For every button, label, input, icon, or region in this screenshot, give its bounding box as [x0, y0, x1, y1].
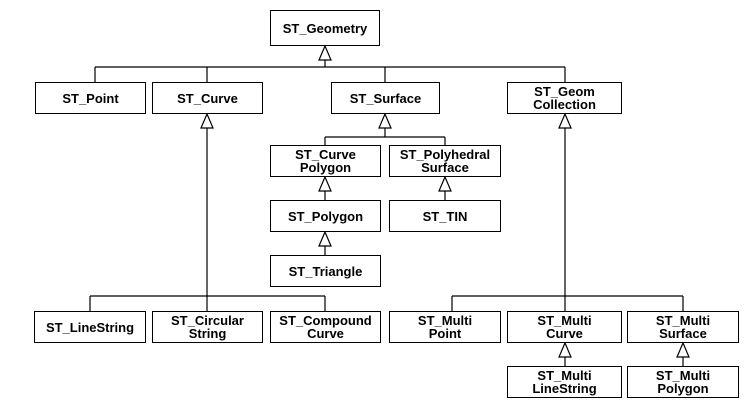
node-st-polyhedral-surface: ST_Polyhedral Surface [389, 145, 501, 177]
node-st-multi-polygon: ST_Multi Polygon [627, 366, 739, 398]
node-st-multi-point: ST_Multi Point [389, 311, 501, 343]
inheritance-arrow-curvepolygon [318, 175, 332, 192]
inheritance-arrow-multicurve [558, 341, 572, 358]
node-st-compound-curve: ST_Compound Curve [270, 311, 381, 343]
node-st-geometry: ST_Geometry [270, 10, 380, 46]
node-st-triangle: ST_Triangle [270, 255, 381, 287]
node-st-polygon: ST_Polygon [270, 200, 381, 232]
inheritance-arrow-curve [200, 112, 214, 129]
node-st-circular-string: ST_Circular String [152, 311, 263, 343]
inheritance-arrow-multisurface [676, 341, 690, 358]
node-st-linestring: ST_LineString [34, 311, 146, 343]
inheritance-arrow-polyhedral [438, 175, 452, 192]
node-st-geom-collection: ST_Geom Collection [507, 82, 622, 114]
node-st-multi-surface: ST_Multi Surface [627, 311, 739, 343]
node-st-surface: ST_Surface [331, 82, 440, 114]
node-st-multi-curve: ST_Multi Curve [507, 311, 622, 343]
inheritance-arrow-geometry [318, 44, 332, 61]
inheritance-arrow-surface [378, 112, 392, 129]
node-st-curve-polygon: ST_Curve Polygon [270, 145, 381, 177]
node-st-curve: ST_Curve [152, 82, 263, 114]
inheritance-arrow-polygon [318, 230, 332, 247]
node-st-tin: ST_TIN [389, 200, 501, 232]
node-st-multi-linestring: ST_Multi LineString [507, 366, 622, 398]
inheritance-arrow-geomcollection [558, 112, 572, 129]
node-st-point: ST_Point [35, 82, 146, 114]
